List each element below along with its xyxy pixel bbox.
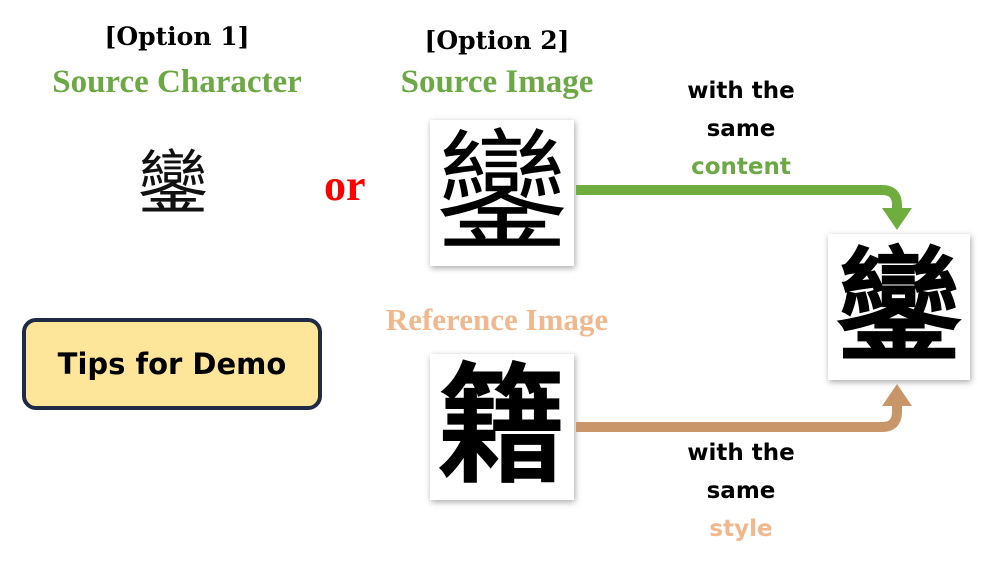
output-image[interactable]: 鑾 — [828, 234, 970, 380]
source-image[interactable]: 鑾 — [430, 120, 574, 266]
source-character-title: Source Character — [52, 64, 302, 100]
content-note-line2: same — [706, 116, 776, 142]
reference-image-glyph: 籍 — [437, 354, 566, 500]
or-separator: or — [324, 161, 366, 210]
content-note-accent: content — [691, 154, 791, 180]
output-image-glyph: 鑾 — [836, 235, 961, 379]
reference-image[interactable]: 籍 — [430, 354, 574, 500]
reference-image-title: Reference Image — [385, 302, 609, 337]
option1-label: [Option 1] — [104, 22, 250, 51]
option2-label: [Option 2] — [424, 26, 570, 55]
style-arrow-head — [882, 384, 912, 406]
source-image-title: Source Image — [400, 64, 594, 100]
style-note-accent: style — [709, 516, 773, 542]
content-note-line1: with the — [687, 78, 795, 104]
style-arrow — [576, 405, 902, 432]
content-arrow-head — [882, 208, 912, 230]
content-note: with the same content — [651, 72, 831, 186]
tips-for-demo-button[interactable]: Tips for Demo — [22, 318, 322, 410]
source-image-glyph: 鑾 — [436, 120, 568, 266]
style-note-line2: same — [706, 478, 776, 504]
source-character: 鑾 — [138, 142, 208, 224]
style-note-line1: with the — [687, 440, 795, 466]
content-arrow — [576, 185, 902, 210]
style-note: with the same style — [651, 434, 831, 548]
